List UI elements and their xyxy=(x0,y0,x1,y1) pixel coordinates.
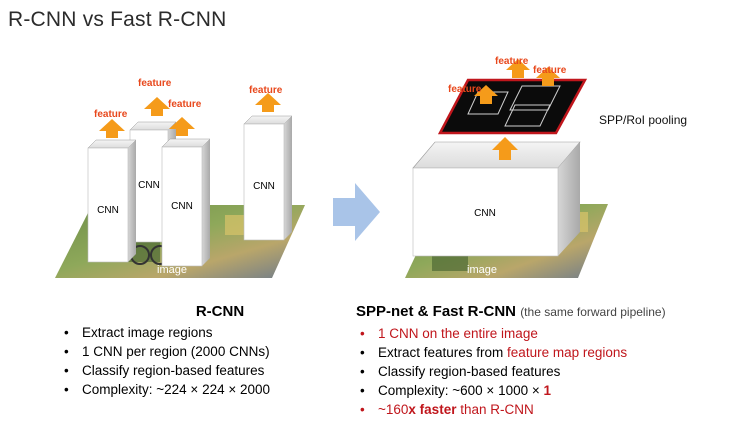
list-item: Classify region-based features xyxy=(356,362,726,381)
cnn-label: CNN xyxy=(474,208,496,219)
list-item-text: 1 CNN per region (2000 CNNs) xyxy=(82,344,270,359)
heading-text: SPP-net & Fast R-CNN xyxy=(356,303,517,320)
list-item: Extract features from feature map region… xyxy=(356,343,726,362)
rcnn-list: Extract image regions 1 CNN per region (… xyxy=(60,323,350,399)
cnn-label: CNN xyxy=(138,180,160,191)
up-arrow-icon xyxy=(506,59,530,78)
list-item: Extract image regions xyxy=(60,323,350,342)
shared-cnn-box xyxy=(412,167,559,257)
image-label: image xyxy=(157,264,187,276)
highlight-text: x faster xyxy=(408,402,457,417)
up-arrow-icon xyxy=(169,117,195,136)
list-item-text: Complexity: ~224 × 224 × 2000 xyxy=(82,382,271,397)
feature-label: feature xyxy=(533,65,567,76)
cnn-box: CNN xyxy=(243,115,293,241)
cnn-box: CNN xyxy=(87,139,137,263)
rcnn-heading: R-CNN xyxy=(195,303,245,320)
list-item: 1 CNN on the entire image xyxy=(356,324,726,343)
cnn-box: CNN xyxy=(161,138,211,267)
list-item: Complexity: ~600 × 1000 × 1 xyxy=(356,381,726,400)
highlight-text: 1 xyxy=(543,383,551,398)
feature-label: feature xyxy=(138,78,172,89)
fast-rcnn-heading: SPP-net & Fast R-CNN (the same forward p… xyxy=(356,302,726,322)
rcnn-figure: image CNN CNN CNN CNN xyxy=(55,78,305,278)
up-arrow-icon xyxy=(492,137,518,160)
up-arrow-icon xyxy=(144,97,170,116)
list-item-text: Complexity: ~600 × 1000 × xyxy=(378,383,544,398)
list-item-text: Extract features from xyxy=(378,345,508,360)
comparison-figure: image CNN CNN CNN CNN xyxy=(55,56,687,278)
list-item-text: ~160 xyxy=(378,402,409,417)
rcnn-summary: R-CNN Extract image regions 1 CNN per re… xyxy=(60,302,350,399)
pooling-label: SPP/RoI pooling xyxy=(599,113,687,127)
up-arrow-icon xyxy=(255,93,281,112)
list-item-text: Classify region-based features xyxy=(378,364,561,379)
up-arrow-icon xyxy=(536,67,560,86)
fast-rcnn-list: 1 CNN on the entire image Extract featur… xyxy=(356,324,726,419)
fast-rcnn-summary: SPP-net & Fast R-CNN (the same forward p… xyxy=(356,302,726,419)
roi-region xyxy=(504,104,551,127)
heading-note: (the same forward pipeline) xyxy=(520,305,666,319)
up-arrow-icon xyxy=(474,85,498,104)
feature-label: feature xyxy=(94,109,128,120)
image-label: image xyxy=(467,264,497,276)
list-item-text: than R-CNN xyxy=(456,402,534,417)
list-item-text: Classify region-based features xyxy=(82,363,265,378)
list-item-text: 1 CNN on the entire image xyxy=(378,326,538,341)
up-arrow-icon xyxy=(99,119,125,138)
list-item: 1 CNN per region (2000 CNNs) xyxy=(60,342,350,361)
slide-title: R-CNN vs Fast R-CNN xyxy=(8,8,227,31)
list-item: Complexity: ~224 × 224 × 2000 xyxy=(60,380,350,399)
feature-label: feature xyxy=(448,84,482,95)
cnn-label: CNN xyxy=(97,205,119,216)
cnn-label: CNN xyxy=(253,181,275,192)
highlight-text: feature map regions xyxy=(507,345,628,360)
roi-region xyxy=(467,91,509,115)
list-item-text: Extract image regions xyxy=(82,325,213,340)
list-item: ~160x faster than R-CNN xyxy=(356,400,726,419)
feature-label: feature xyxy=(495,56,529,67)
feature-label: feature xyxy=(249,85,283,96)
feature-label: feature xyxy=(168,99,202,110)
fast-rcnn-figure: image CNN feature feature feature SPP/Ro… xyxy=(405,56,687,278)
list-item: Classify region-based features xyxy=(60,361,350,380)
cnn-label: CNN xyxy=(171,201,193,212)
transition-arrow-icon xyxy=(333,183,380,241)
